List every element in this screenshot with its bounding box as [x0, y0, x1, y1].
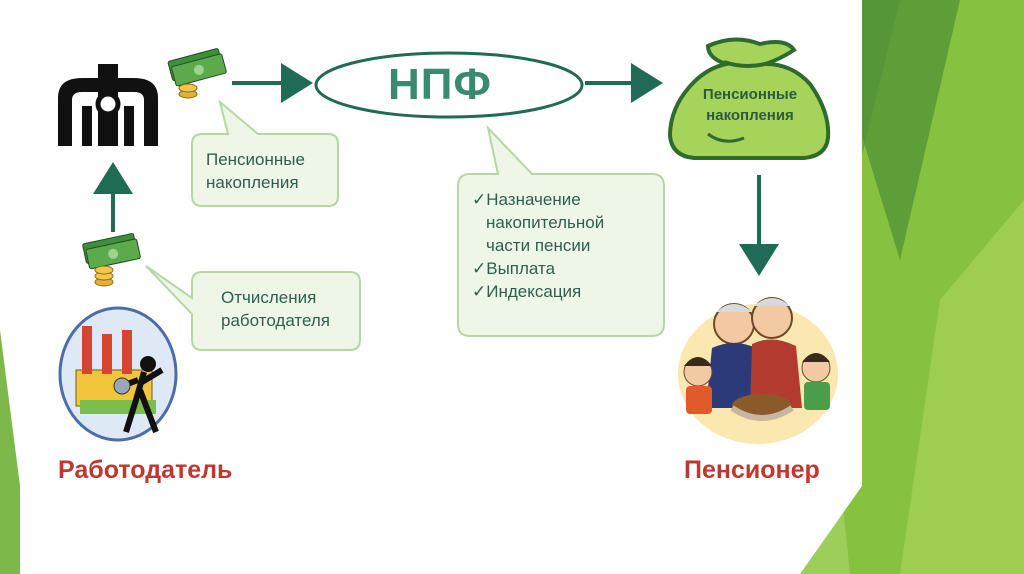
function-item-cont: накопительной: [486, 213, 605, 232]
callout-line: Отчисления: [221, 288, 317, 307]
check-icon: ✓: [472, 259, 487, 278]
bag-line: Пенсионные: [702, 86, 798, 103]
callout-npf-functions: ✓Назначение накопительной части пенсии ✓…: [472, 188, 604, 303]
bag-line: накопления: [706, 107, 794, 124]
money-bag-label: Пенсионные накопления: [680, 84, 820, 126]
function-item: ✓Выплата: [472, 259, 556, 278]
callout-bubble: [145, 265, 361, 351]
callout-bubble: [457, 124, 665, 337]
function-item-cont: части пенсии: [486, 236, 591, 255]
callout-pension-savings: Пенсионные накопления: [206, 148, 305, 194]
money-bag-icon: [667, 37, 831, 160]
pensioner-caption: Пенсионер: [684, 456, 820, 484]
callout-employer-contrib: Отчисления работодателя: [221, 286, 330, 332]
check-icon: ✓: [472, 190, 487, 209]
callout-line: работодателя: [221, 311, 331, 330]
callout-line: накопления: [206, 173, 299, 192]
function-item: ✓Индексация: [472, 282, 582, 301]
factory-worker-icon: [58, 306, 178, 442]
employer-caption: Работодатель: [58, 456, 233, 484]
money-stack-icon: [167, 48, 227, 99]
pfr-logo-icon: [58, 64, 158, 146]
function-item: ✓Назначение: [472, 190, 581, 209]
check-icon: ✓: [472, 282, 487, 301]
npf-label: НПФ: [388, 60, 492, 109]
money-stack-icon: [82, 233, 141, 287]
callout-line: Пенсионные: [206, 150, 305, 169]
npf-node: [314, 51, 584, 119]
callout-bubble: [191, 99, 339, 207]
family-icon: [678, 297, 838, 444]
